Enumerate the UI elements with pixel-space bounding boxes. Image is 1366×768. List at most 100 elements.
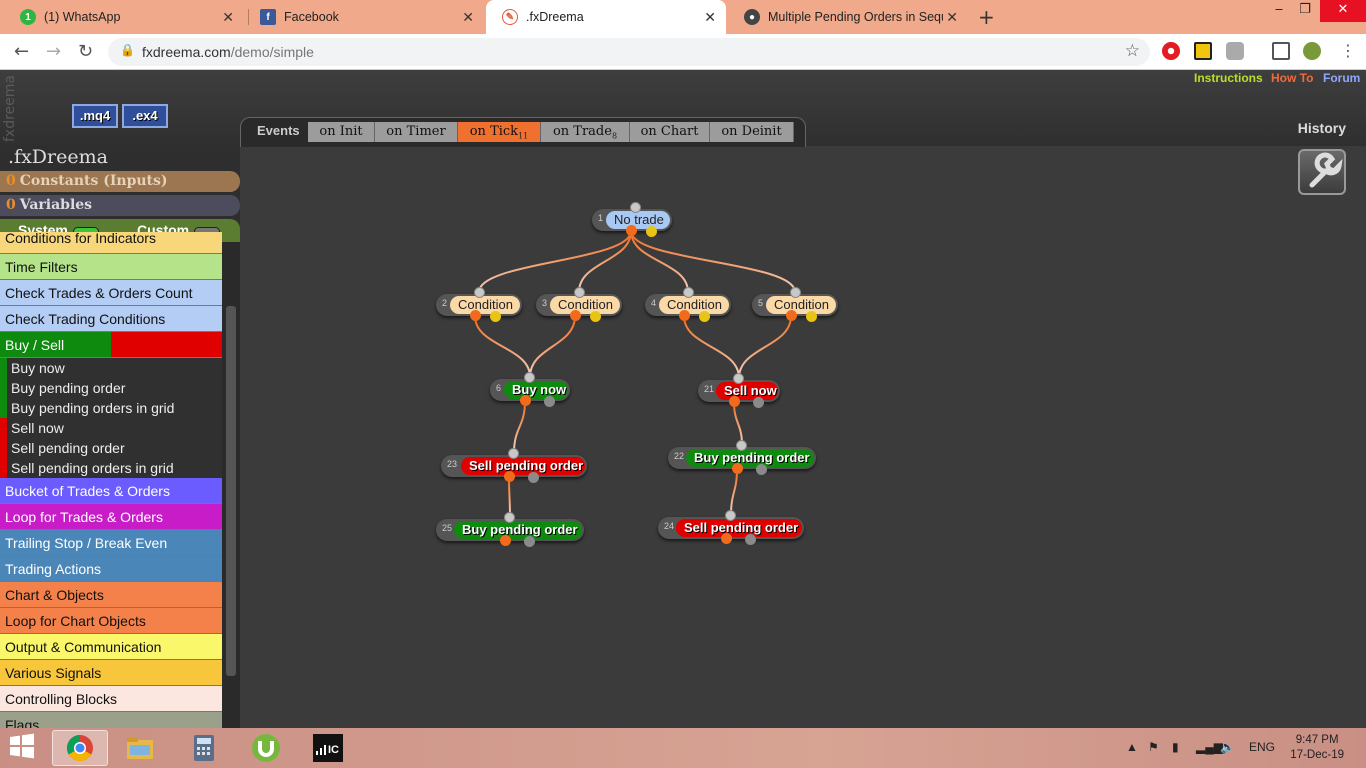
wrench-tool-icon[interactable] [1298, 149, 1346, 195]
output-connector[interactable] [520, 395, 531, 406]
minimize-button[interactable]: ‒ [1274, 2, 1284, 17]
bookmark-star-icon[interactable]: ☆ [1124, 41, 1140, 61]
category-flags[interactable]: Flags [0, 712, 222, 728]
flag-icon[interactable]: ⚑ [1148, 740, 1159, 754]
mq4-button[interactable]: .mq4 [72, 104, 118, 128]
restore-button[interactable]: ❐ [1299, 2, 1311, 17]
secondary-connector[interactable] [590, 311, 601, 322]
category-trailing-stop-break-even[interactable]: Trailing Stop / Break Even [0, 530, 222, 556]
category-various-signals[interactable]: Various Signals [0, 660, 222, 686]
category-time-filters[interactable]: Time Filters [0, 254, 222, 280]
tray-chevron-icon[interactable]: ▲ [1126, 740, 1138, 754]
close-icon[interactable]: ✕ [946, 9, 958, 25]
output-connector[interactable] [786, 310, 797, 321]
profile-avatar[interactable] [1303, 42, 1321, 60]
volume-icon[interactable]: 🔈 [1220, 740, 1235, 754]
history-button[interactable]: History [1297, 120, 1346, 136]
url-field[interactable]: 🔒 fxdreema.com/demo/simple ☆ [108, 38, 1150, 66]
block-sell-now[interactable]: Sell now [0, 418, 222, 438]
battery-icon[interactable]: ▮ [1172, 740, 1179, 754]
tab-multiple-pending-orders[interactable]: ● Multiple Pending Orders in Sequ ✕ [728, 0, 968, 34]
secondary-connector[interactable] [524, 536, 535, 547]
forward-icon[interactable]: → [46, 41, 62, 62]
new-tab-button[interactable]: + [978, 5, 995, 29]
input-connector[interactable] [504, 512, 515, 523]
tab-facebook[interactable]: f Facebook ✕ [244, 0, 484, 34]
instructions-link[interactable]: Instructions [1194, 71, 1263, 85]
output-connector[interactable] [729, 396, 740, 407]
block-sell-pending-order[interactable]: Sell pending order [0, 438, 222, 458]
output-connector[interactable] [470, 310, 481, 321]
window-close-button[interactable]: ✕ [1320, 0, 1366, 22]
input-connector[interactable] [508, 448, 519, 459]
cast-icon[interactable] [1272, 42, 1290, 60]
howto-link[interactable]: How To [1271, 71, 1314, 85]
secondary-connector[interactable] [699, 311, 710, 322]
windows-start-icon[interactable] [6, 732, 46, 764]
network-icon[interactable]: ▂▄▆ [1196, 740, 1223, 754]
tab-on-deinit[interactable]: on Deinit [710, 122, 794, 142]
block-buy-pending-order[interactable]: Buy pending order [0, 378, 222, 398]
chrome-icon[interactable] [52, 730, 108, 766]
tab-on-init[interactable]: on Init [308, 122, 375, 142]
secondary-connector[interactable] [745, 534, 756, 545]
calculator-icon[interactable] [176, 730, 232, 766]
block-sell-pending-orders-grid[interactable]: Sell pending orders in grid [0, 458, 222, 478]
output-connector[interactable] [626, 225, 637, 236]
shield-extension-icon[interactable] [1226, 42, 1244, 60]
category-conditions-for-indicators[interactable]: Conditions for Indicators [0, 232, 222, 254]
back-icon[interactable]: ← [14, 41, 30, 62]
input-connector[interactable] [733, 373, 744, 384]
category-loop-for-trades-orders[interactable]: Loop for Trades & Orders [0, 504, 222, 530]
tab-on-chart[interactable]: on Chart [630, 122, 710, 142]
output-connector[interactable] [721, 533, 732, 544]
input-connector[interactable] [683, 287, 694, 298]
category-bucket-of-trades-orders[interactable]: Bucket of Trades & Orders [0, 478, 222, 504]
category-buy-sell[interactable]: Buy / Sell [0, 332, 222, 358]
reload-icon[interactable]: ↻ [78, 41, 94, 62]
utorrent-icon[interactable] [238, 730, 294, 766]
tab-on-timer[interactable]: on Timer [375, 122, 458, 142]
sidebar-scrollbar-thumb[interactable] [226, 306, 236, 676]
opera-extension-icon[interactable] [1162, 42, 1180, 60]
block-buy-pending-orders-grid[interactable]: Buy pending orders in grid [0, 398, 222, 418]
category-output-communication[interactable]: Output & Communication [0, 634, 222, 660]
tab-whatsapp[interactable]: 1 (1) WhatsApp ✕ [4, 0, 244, 34]
menu-kebab-icon[interactable]: ⋮ [1340, 41, 1356, 60]
input-connector[interactable] [725, 510, 736, 521]
category-check-trades-orders-count[interactable]: Check Trades & Orders Count [0, 280, 222, 306]
extension-icon[interactable] [1194, 42, 1212, 60]
input-connector[interactable] [474, 287, 485, 298]
forum-link[interactable]: Forum [1323, 71, 1361, 85]
category-chart-objects[interactable]: Chart & Objects [0, 582, 222, 608]
tab-on-tick[interactable]: on Tick11 [458, 122, 541, 142]
output-connector[interactable] [570, 310, 581, 321]
close-icon[interactable]: ✕ [222, 9, 234, 25]
ic-markets-icon[interactable]: IC [300, 730, 356, 766]
input-connector[interactable] [736, 440, 747, 451]
output-connector[interactable] [500, 535, 511, 546]
ex4-button[interactable]: .ex4 [122, 104, 168, 128]
language-indicator[interactable]: ENG [1249, 740, 1276, 754]
input-connector[interactable] [574, 287, 585, 298]
secondary-connector[interactable] [753, 397, 764, 408]
input-connector[interactable] [524, 372, 535, 383]
close-icon[interactable]: ✕ [704, 9, 716, 25]
tab-fxdreema[interactable]: ✎ .fxDreema ✕ [486, 0, 726, 34]
block-buy-now[interactable]: Buy now [0, 358, 222, 378]
output-connector[interactable] [504, 471, 515, 482]
secondary-connector[interactable] [490, 311, 501, 322]
taskbar-clock[interactable]: 9:47 PM 17-Dec-19 [1290, 733, 1344, 763]
